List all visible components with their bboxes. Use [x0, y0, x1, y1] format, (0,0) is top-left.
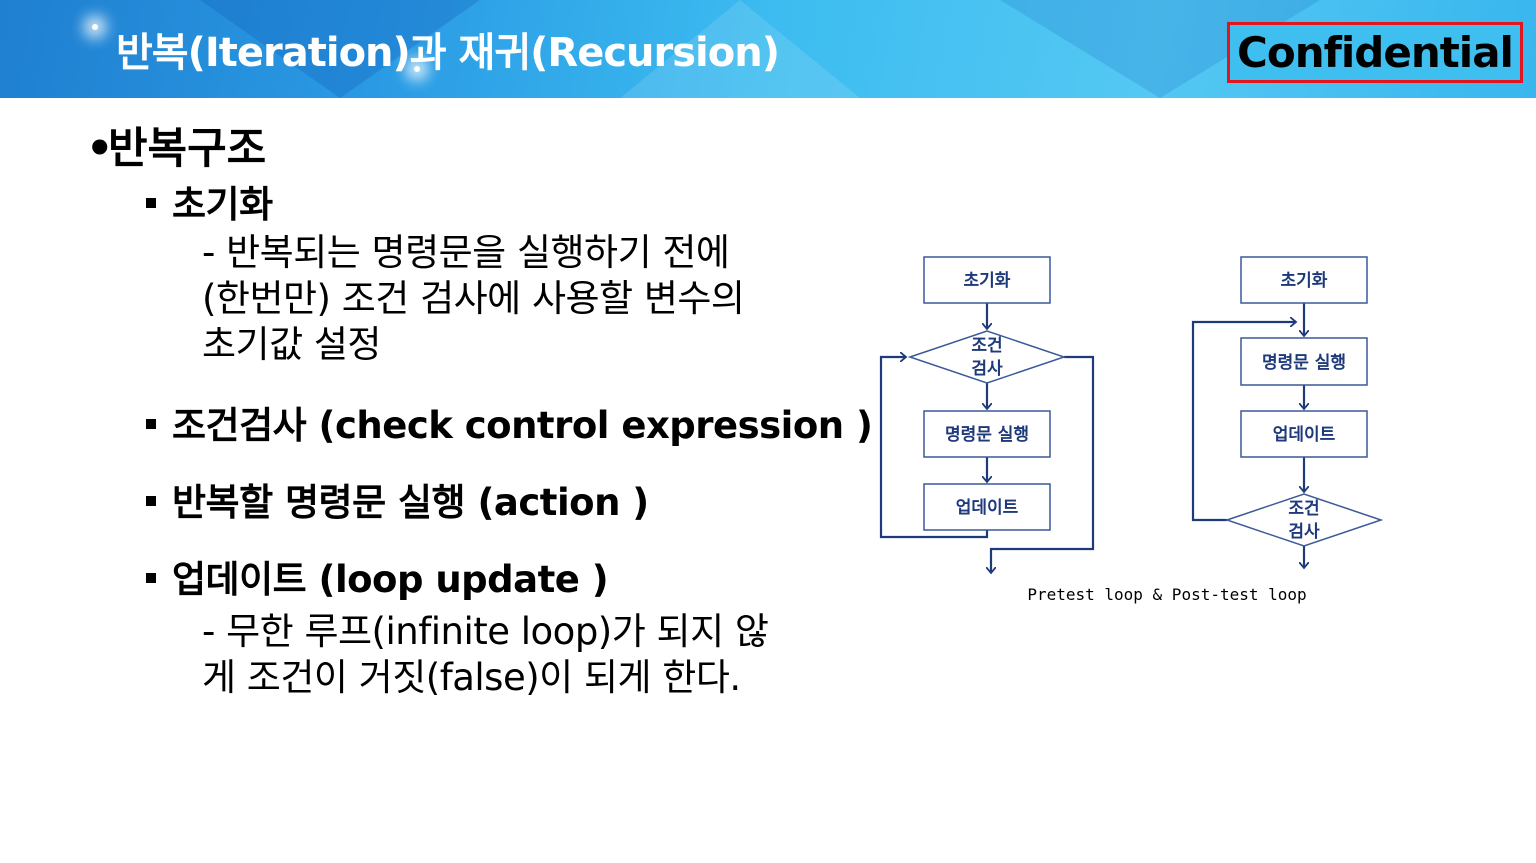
description-line: - 무한 루프(infinite loop)가 되지 않 — [202, 610, 769, 653]
confidential-label: Confidential — [1237, 28, 1514, 77]
banner-decoration — [620, 0, 860, 98]
flow-diamond-condition — [1224, 493, 1384, 547]
square-bullet-icon — [146, 197, 156, 208]
description-line: (한번만) 조건 검사에 사용할 변수의 — [202, 277, 745, 320]
list-item-title: 초기화 — [172, 183, 273, 226]
flow-diamond-label: 검사 — [1288, 522, 1320, 542]
list-item-update: 업데이트 (loop update ) — [146, 549, 609, 603]
square-bullet-icon — [146, 572, 156, 583]
flow-box-label: 초기화 — [964, 271, 1011, 291]
flowchart-caption: Pretest loop & Post-test loop — [1027, 585, 1306, 604]
update-description: - 무한 루프(infinite loop)가 되지 않 게 조건이 거짓(fa… — [202, 609, 769, 701]
header-banner: 반복(Iteration)과 재귀(Recursion) Confidentia… — [0, 0, 1536, 98]
section-heading: •반복구조 — [86, 114, 266, 176]
flow-box-update — [923, 483, 1051, 531]
square-bullet-icon — [146, 495, 156, 506]
flow-box-action — [1240, 337, 1368, 386]
flow-box-update — [1240, 410, 1368, 458]
sparkle-decoration — [414, 66, 420, 72]
banner-decoration — [200, 0, 480, 98]
slide-title: 반복(Iteration)과 재귀(Recursion) — [116, 30, 780, 76]
loop-flowchart: 초기화 조건 검사 명령문 실행 업데이트 초기화 명령문 실행 업데이트 조건… — [879, 256, 1384, 604]
flow-diamond-label: 검사 — [971, 359, 1003, 379]
flow-diamond-condition — [907, 330, 1067, 384]
description-line: 초기값 설정 — [202, 323, 381, 366]
flow-box-label: 업데이트 — [956, 498, 1019, 518]
posttest-loop: 초기화 명령문 실행 업데이트 조건 검사 — [1224, 256, 1384, 547]
flow-box-label: 업데이트 — [1273, 425, 1336, 445]
confidential-badge: Confidential — [1227, 22, 1523, 83]
description-line: 게 조건이 거짓(false)이 되게 한다. — [202, 656, 741, 699]
flow-box-init — [1240, 256, 1368, 304]
flow-diamond-label: 조건 — [971, 336, 1002, 356]
list-item-condition: 조건검사 (check control expression ) — [146, 395, 873, 449]
list-item-action: 반복할 명령문 실행 (action ) — [146, 472, 649, 526]
flow-box-label: 초기화 — [1281, 271, 1328, 291]
flow-box-action — [923, 410, 1051, 458]
flow-diamond-label: 조건 — [1288, 499, 1319, 519]
square-bullet-icon — [146, 418, 156, 429]
sparkle-decoration — [92, 24, 98, 30]
description-line: - 반복되는 명령문을 실행하기 전에 — [202, 231, 730, 274]
pretest-loop: 초기화 조건 검사 명령문 실행 업데이트 — [907, 256, 1067, 531]
flow-box-label: 명령문 실행 — [1262, 352, 1346, 373]
list-item-init: 초기화 — [146, 174, 273, 228]
flow-box-init — [923, 256, 1051, 304]
flow-box-label: 명령문 실행 — [945, 424, 1029, 445]
init-description: - 반복되는 명령문을 실행하기 전에 (한번만) 조건 검사에 사용할 변수의… — [202, 230, 745, 368]
list-item-title: 반복할 명령문 실행 (action ) — [172, 481, 649, 524]
list-item-title: 조건검사 (check control expression ) — [172, 404, 873, 447]
bullet-icon: • — [86, 124, 114, 174]
section-heading-label: 반복구조 — [108, 124, 267, 174]
list-item-title: 업데이트 (loop update ) — [172, 558, 609, 601]
